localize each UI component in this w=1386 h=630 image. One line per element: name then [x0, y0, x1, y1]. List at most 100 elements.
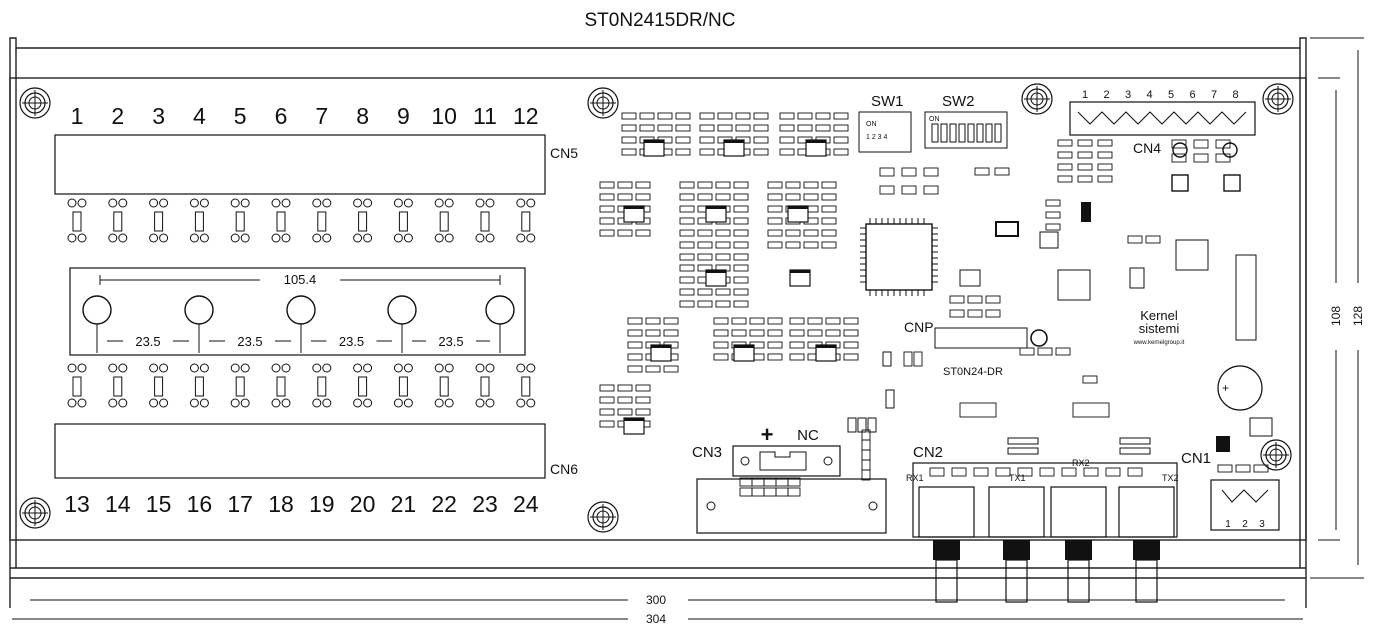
label-sw2: SW2: [942, 93, 975, 110]
smd-pad: [1105, 467, 1121, 477]
smd-pad: [767, 217, 783, 225]
pad: [230, 398, 240, 408]
smd-pad: [733, 288, 749, 296]
rj-port: [988, 486, 1045, 538]
smd-pad: [627, 341, 643, 349]
pad: [108, 198, 118, 208]
smd-pad: [713, 353, 729, 361]
smd-pad: [753, 148, 769, 156]
smd-pad: [967, 295, 983, 304]
connector-cn2: [912, 462, 1178, 538]
smd-pad: [767, 229, 783, 237]
smd-pad: [825, 317, 841, 325]
smd-pad: [789, 341, 805, 349]
rj-port: [1050, 486, 1107, 538]
smd-pad: [617, 181, 633, 189]
smd-pad: [697, 241, 713, 249]
ic-mark: [651, 345, 671, 348]
smd-pad: [697, 181, 713, 189]
dip-key: [949, 123, 957, 143]
pad: [322, 198, 332, 208]
resistor: [235, 211, 245, 232]
pad: [199, 233, 209, 243]
pad: [77, 233, 87, 243]
pad: [434, 363, 444, 373]
terminal-number: 24: [513, 491, 539, 517]
smd-pad: [697, 193, 713, 201]
smd-pad: [973, 467, 989, 477]
pad: [485, 233, 495, 243]
dim-height-inner: 108: [1329, 306, 1343, 326]
smd-pad: [1039, 467, 1055, 477]
smd-pad: [967, 309, 983, 318]
smd-pad: [679, 193, 695, 201]
pad: [393, 363, 403, 373]
pad: [108, 363, 118, 373]
smd-pad: [825, 329, 841, 337]
jack-body: [933, 540, 960, 560]
dip-key: [940, 123, 948, 143]
smd-pad: [833, 136, 849, 144]
ic-mark: [706, 206, 726, 209]
pad: [475, 398, 485, 408]
smd-pad: [713, 329, 729, 337]
smd-pad: [767, 181, 783, 189]
rj-port: [918, 486, 975, 538]
jack-sleeve: [1005, 559, 1028, 603]
smd-pad: [733, 241, 749, 249]
pad: [403, 398, 413, 408]
smd-pad: [1171, 153, 1187, 163]
pad: [444, 233, 454, 243]
smd-pad: [715, 288, 731, 296]
smd-pad: [1097, 139, 1113, 147]
connector-cn1: [1210, 479, 1280, 531]
smd-pad: [1119, 437, 1151, 445]
cn1-pin-number: 1: [1225, 519, 1231, 530]
connector-cn4: [1069, 101, 1256, 136]
smd-pad: [675, 148, 691, 156]
smd-pad: [1007, 447, 1039, 455]
resistor: [439, 376, 449, 397]
potentiometer-icon: [286, 295, 316, 325]
resistor: [154, 376, 164, 397]
smd-pad: [985, 295, 1001, 304]
smd-pad: [735, 124, 751, 132]
smd-pad: [903, 351, 913, 367]
terminal-number: 14: [105, 491, 131, 517]
smd-pad: [679, 253, 695, 261]
smd-pad: [1045, 223, 1061, 231]
smd-pad: [717, 124, 733, 132]
resistor: [154, 211, 164, 232]
pad: [281, 398, 291, 408]
board-label: ST0N24-DR: [943, 366, 1003, 378]
smd-pad: [779, 148, 795, 156]
pad: [118, 363, 128, 373]
label-tx2: TX2: [1162, 473, 1179, 483]
pad: [189, 198, 199, 208]
smd-pad: [1193, 153, 1209, 163]
smd-pad: [713, 341, 729, 349]
pad: [189, 363, 199, 373]
smd-pad: [715, 193, 731, 201]
smd-pad: [1097, 163, 1113, 171]
pad: [526, 233, 536, 243]
smd-pad: [867, 417, 877, 433]
terminal-block-cn5: [54, 134, 546, 195]
smd-pad: [731, 317, 747, 325]
smd-pad: [797, 124, 813, 132]
smd-pad: [679, 241, 695, 249]
smd-pad: [785, 241, 801, 249]
component: [1129, 267, 1145, 289]
smd-pad: [767, 193, 783, 201]
resistor: [521, 211, 531, 232]
brand-url: www.kernelgroup.it: [1133, 340, 1185, 346]
smd-pad: [699, 136, 715, 144]
pad: [322, 398, 332, 408]
pad: [240, 398, 250, 408]
label-cn5: CN5: [550, 145, 578, 161]
ic-mark: [788, 206, 808, 209]
resistor: [480, 211, 490, 232]
smd-pad: [733, 264, 749, 272]
smd-pad: [675, 112, 691, 120]
